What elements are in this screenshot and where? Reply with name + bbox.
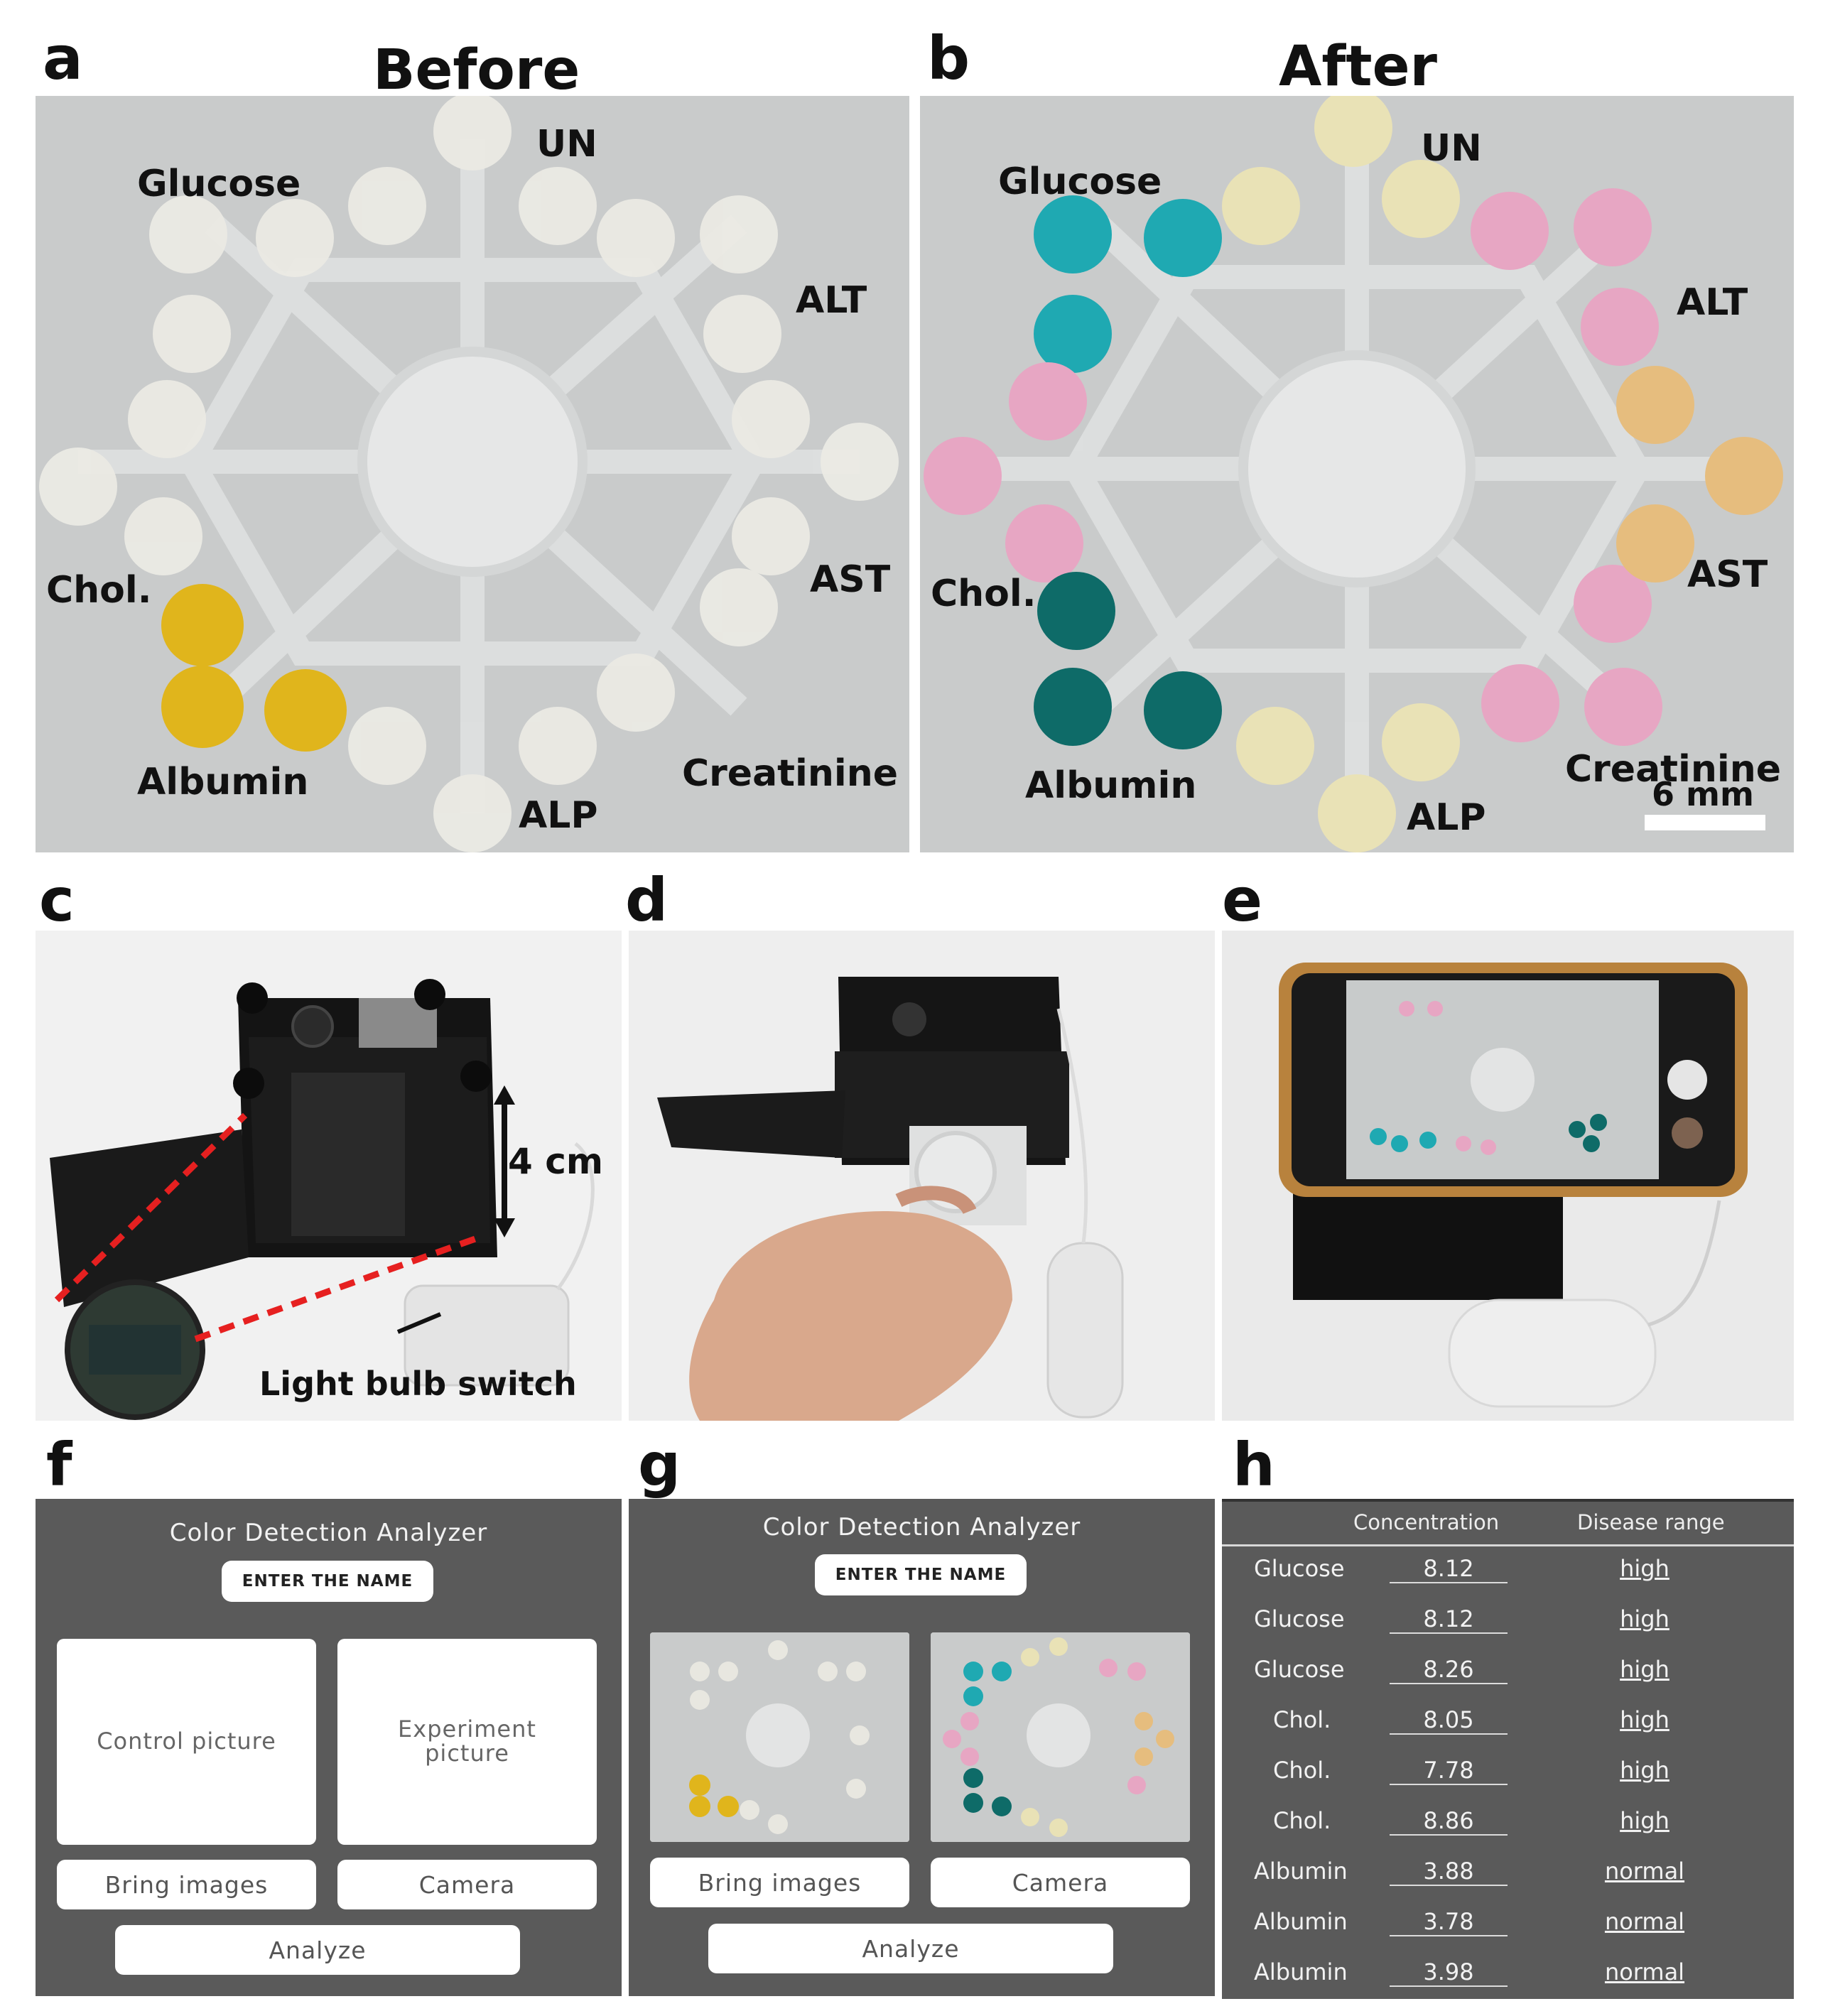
light-bulb-switch-label: Light bulb switch	[259, 1365, 577, 1403]
table-row-analyte: Albumin	[1254, 1858, 1348, 1885]
table-row-disease-range[interactable]: high	[1620, 1757, 1669, 1784]
table-row-analyte: Glucose	[1254, 1605, 1345, 1632]
table-row-disease-range[interactable]: high	[1620, 1656, 1669, 1683]
table-row-concentration: 7.78	[1390, 1757, 1508, 1785]
column-header-concentration: Concentration	[1353, 1510, 1500, 1534]
table-row-analyte: Chol.	[1273, 1807, 1331, 1834]
chip-insertion-photo	[629, 931, 1215, 1421]
table-row-analyte: Albumin	[1254, 1908, 1348, 1935]
panel-label-a: a	[43, 23, 83, 93]
experiment-chip-thumbnail-image	[931, 1632, 1190, 1842]
label-ast-after: AST	[1687, 553, 1768, 596]
label-alt-before: ALT	[796, 279, 867, 322]
app-screen-loaded: Color Detection Analyzer ENTER THE NAME …	[629, 1499, 1215, 1996]
table-row-analyte: Chol.	[1273, 1706, 1331, 1733]
column-header-disease-range: Disease range	[1577, 1510, 1725, 1534]
panel-label-h: h	[1233, 1430, 1275, 1500]
experiment-picture-slot[interactable]: Experiment picture	[337, 1639, 597, 1845]
panel-title-before: Before	[373, 38, 580, 102]
table-row-analyte: Albumin	[1254, 1958, 1348, 1985]
control-picture-slot[interactable]: Control picture	[57, 1639, 316, 1845]
panel-label-d: d	[625, 865, 669, 935]
table-row-concentration: 3.78	[1390, 1908, 1508, 1936]
label-un-after: UN	[1421, 127, 1482, 170]
table-row-concentration: 8.05	[1390, 1706, 1508, 1735]
camera-button[interactable]: Camera	[337, 1860, 597, 1909]
hand-inserting-chip-image	[629, 931, 1215, 1421]
camera-button[interactable]: Camera	[931, 1858, 1190, 1907]
app-screen-empty: Color Detection Analyzer ENTER THE NAME …	[36, 1499, 622, 1996]
paper-chip-before-image	[36, 96, 909, 852]
label-un-before: UN	[536, 123, 597, 166]
analyze-button[interactable]: Analyze	[115, 1925, 520, 1975]
label-alp-after: ALP	[1407, 796, 1486, 839]
table-row-disease-range[interactable]: normal	[1604, 1958, 1685, 1985]
table-row-analyte: Glucose	[1254, 1555, 1345, 1582]
panel-label-f: f	[46, 1430, 72, 1500]
table-row-concentration: 8.26	[1390, 1656, 1508, 1684]
table-row-disease-range[interactable]: high	[1620, 1706, 1669, 1733]
label-chol-before: Chol.	[46, 569, 152, 612]
table-row-concentration: 3.98	[1390, 1958, 1508, 1987]
app-title: Color Detection Analyzer	[169, 1519, 488, 1547]
chip-photo-after: Glucose UN ALT Chol. AST Albumin Creatin…	[920, 96, 1794, 852]
panel-label-g: g	[638, 1430, 681, 1500]
app-title: Color Detection Analyzer	[762, 1513, 1081, 1541]
label-alt-after: ALT	[1677, 281, 1748, 324]
table-row-analyte: Glucose	[1254, 1656, 1345, 1683]
scale-bar-label: 6 mm	[1652, 775, 1754, 813]
panel-title-after: After	[1279, 35, 1437, 99]
smartphone-photo	[1222, 931, 1794, 1421]
enter-name-button[interactable]: ENTER THE NAME	[815, 1554, 1027, 1595]
label-albumin-after: Albumin	[1025, 764, 1197, 807]
label-creatinine-before: Creatinine	[682, 752, 898, 795]
label-ast-before: AST	[810, 558, 891, 601]
paper-chip-after-image	[920, 96, 1794, 852]
table-row-concentration: 8.12	[1390, 1555, 1508, 1583]
panel-label-e: e	[1222, 865, 1262, 935]
table-row-disease-range[interactable]: high	[1620, 1605, 1669, 1632]
analyze-button[interactable]: Analyze	[708, 1924, 1113, 1973]
enter-name-button[interactable]: ENTER THE NAME	[222, 1561, 433, 1602]
label-chol-after: Chol.	[931, 573, 1037, 615]
table-row-disease-range[interactable]: high	[1620, 1807, 1669, 1834]
label-alp-before: ALP	[519, 794, 598, 837]
bring-images-button[interactable]: Bring images	[57, 1860, 316, 1909]
label-albumin-before: Albumin	[137, 761, 309, 803]
results-table: Concentration Disease range Glucose 8.12 h…	[1222, 1499, 1794, 1999]
label-glucose-before: Glucose	[137, 163, 301, 205]
control-chip-thumbnail-image	[650, 1632, 909, 1842]
label-creatinine-after: Creatinine	[1565, 748, 1781, 791]
header-divider	[1222, 1544, 1794, 1546]
bring-images-button[interactable]: Bring images	[650, 1858, 909, 1907]
control-picture-thumbnail[interactable]	[650, 1632, 909, 1842]
smartphone-on-box-image	[1222, 931, 1794, 1421]
table-row-disease-range[interactable]: high	[1620, 1555, 1669, 1582]
height-dimension-label: 4 cm	[508, 1141, 603, 1182]
table-row-disease-range[interactable]: normal	[1604, 1908, 1685, 1935]
panel-label-c: c	[39, 865, 75, 935]
chip-photo-before: Glucose UN ALT Chol. AST Albumin Creatin…	[36, 96, 909, 852]
device-photo: 4 cm Light bulb switch	[36, 931, 622, 1421]
experiment-picture-thumbnail[interactable]	[931, 1632, 1190, 1842]
table-row-concentration: 8.12	[1390, 1605, 1508, 1634]
table-row-analyte: Chol.	[1273, 1757, 1331, 1784]
panel-label-b: b	[927, 23, 970, 93]
label-glucose-after: Glucose	[998, 161, 1162, 203]
imaging-box-image	[36, 931, 622, 1421]
table-row-disease-range[interactable]: normal	[1604, 1858, 1685, 1885]
table-row-concentration: 8.86	[1390, 1807, 1508, 1836]
table-row-concentration: 3.88	[1390, 1858, 1508, 1886]
